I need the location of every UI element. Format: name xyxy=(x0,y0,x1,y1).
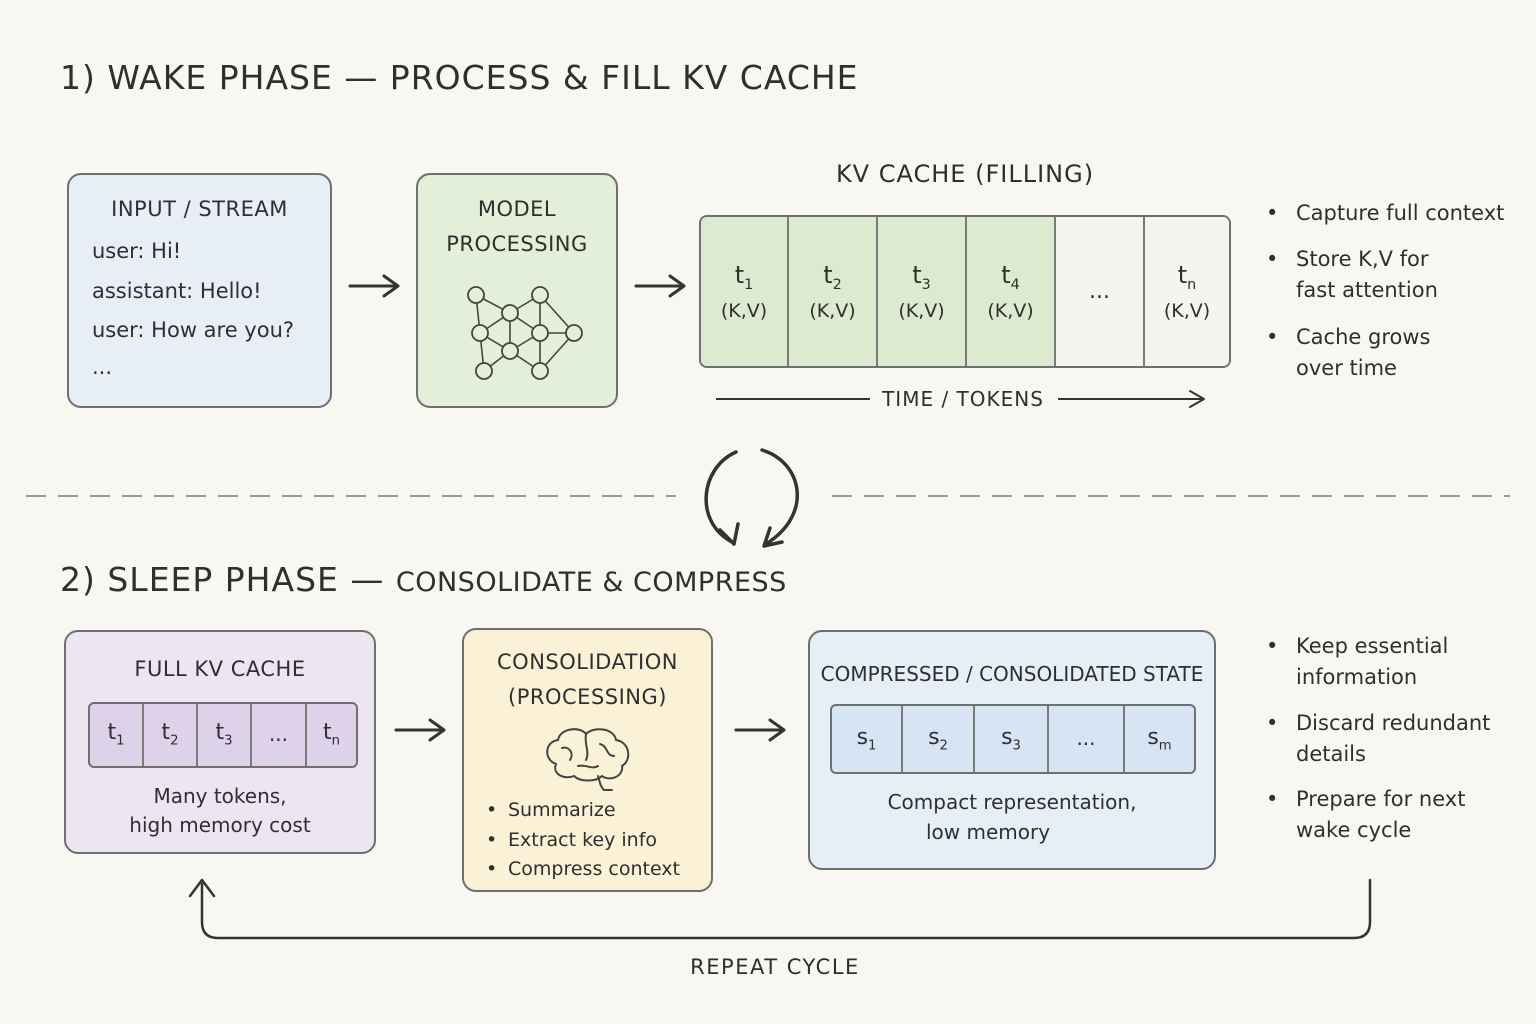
full-cell-t2: t2 xyxy=(144,704,198,766)
full-cell-t1: t1 xyxy=(90,704,144,766)
compressed-cell-s1: s1 xyxy=(832,706,903,772)
model-title-line1: MODEL xyxy=(477,197,557,221)
arrow-cache-to-consolidation xyxy=(394,718,446,742)
kv-cell-t4: t4 (K,V) xyxy=(967,217,1056,366)
time-axis-arrow xyxy=(716,390,1205,408)
kv-cache-row: t1 (K,V) t2 (K,V) t3 (K,V) t4 (K,V) ... … xyxy=(699,215,1231,368)
time-axis-label: TIME / TOKENS xyxy=(882,387,1044,411)
full-cell-tn: tn xyxy=(323,720,340,749)
consolidation-bullets: •Summarize •Extract key info •Compress c… xyxy=(486,799,680,880)
consolidation-title-line2: (PROCESSING) xyxy=(508,685,667,709)
input-stream-title: INPUT / STREAM xyxy=(111,197,288,221)
compressed-cell-ellipsis: ... xyxy=(1049,706,1125,772)
brain-icon xyxy=(546,728,630,791)
kv-cell-ellipsis: ... xyxy=(1056,217,1145,366)
consolidation-title-line1: CONSOLIDATION xyxy=(497,650,678,674)
compressed-state-box: COMPRESSED / CONSOLIDATED STATE s1 s2 s3… xyxy=(808,630,1216,870)
full-kv-caption-line2: high memory cost xyxy=(129,813,311,837)
full-cell-t3: t3 xyxy=(198,704,252,766)
wake-phase-title: 1) WAKE PHASE — PROCESS & FILL KV CACHE xyxy=(60,58,859,97)
full-cell-ellipsis: ... xyxy=(252,704,307,766)
full-kv-cache-row: t1 t2 t3 ... tn xyxy=(88,702,358,768)
input-line-ellipsis: ... xyxy=(92,355,113,379)
kv-cell-t2: t2 (K,V) xyxy=(789,217,878,366)
compressed-state-row: s1 s2 s3 ... sm xyxy=(830,704,1196,774)
cycle-icon xyxy=(704,448,800,548)
arrow-consolidation-to-compressed xyxy=(734,718,786,742)
input-line-3: user: How are you? xyxy=(92,318,295,342)
repeat-cycle-label: REPEAT CYCLE xyxy=(690,955,860,979)
consolidation-box: CONSOLIDATION (PROCESSING) •Summarize •E… xyxy=(462,628,713,892)
full-kv-cache-box: FULL KV CACHE t1 t2 t3 ... tn Many token… xyxy=(64,630,376,854)
model-processing-box: MODEL PROCESSING xyxy=(416,173,618,408)
arrow-model-to-cache xyxy=(634,274,686,298)
neural-network-icon xyxy=(467,286,583,380)
compressed-cell-s2: s2 xyxy=(903,706,975,772)
compressed-caption-line2: low memory xyxy=(925,820,1051,844)
compressed-cell-sm: sm xyxy=(1147,725,1172,754)
input-line-2: assistant: Hello! xyxy=(92,279,262,303)
sleep-notes: •Keep essential information •Discard red… xyxy=(1266,634,1491,842)
kv-cell-t3: t3 (K,V) xyxy=(878,217,967,366)
input-line-1: user: Hi! xyxy=(92,239,182,263)
sleep-phase-subtitle: CONSOLIDATE & COMPRESS xyxy=(395,567,787,598)
arrow-input-to-model xyxy=(348,274,400,298)
full-kv-cache-title: FULL KV CACHE xyxy=(134,657,306,681)
compressed-cell-s3: s3 xyxy=(975,706,1049,772)
kv-cache-title: KV CACHE (FILLING) xyxy=(835,160,1095,188)
compressed-state-title: COMPRESSED / CONSOLIDATED STATE xyxy=(820,662,1204,686)
kv-cell-t1: t1 (K,V) xyxy=(701,217,789,366)
compressed-caption-line1: Compact representation, xyxy=(887,790,1137,814)
sleep-phase-title: 2) SLEEP PHASE — CONSOLIDATE & COMPRESS xyxy=(60,560,787,599)
kv-cell-tn: tn (K,V) xyxy=(1145,217,1229,366)
full-kv-caption-line1: Many tokens, xyxy=(153,784,287,808)
model-title-line2: PROCESSING xyxy=(446,232,588,256)
phase-divider xyxy=(26,495,1510,497)
input-stream-box: INPUT / STREAM user: Hi! assistant: Hell… xyxy=(67,173,332,408)
wake-notes: •Capture full context •Store K,V for fas… xyxy=(1266,201,1505,380)
